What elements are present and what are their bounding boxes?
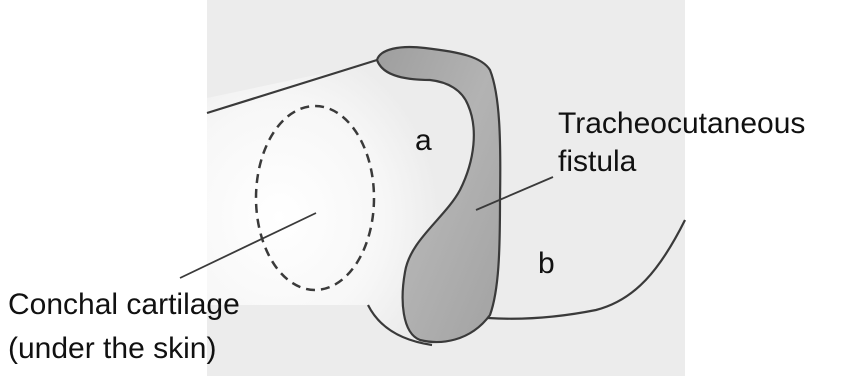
label-region-a: a [415, 124, 432, 157]
tracheocutaneous-fistula [375, 45, 502, 344]
skin-flap-b-edge [487, 219, 686, 320]
label-fistula-line1: Tracheocutaneous [558, 107, 805, 140]
cartilage-leader-line [179, 212, 317, 279]
upper-skin-edge [206, 58, 378, 115]
skin-flap-a [207, 60, 466, 345]
label-cartilage-line1: Conchal cartilage [8, 288, 240, 321]
flap-a-lower-edge [367, 304, 433, 347]
label-cartilage-line2: (under the skin) [8, 332, 216, 365]
label-fistula-line2: fistula [558, 145, 637, 178]
fistula-leader-line [475, 176, 554, 211]
conchal-cartilage-outline [254, 104, 376, 292]
label-region-b: b [538, 247, 555, 280]
